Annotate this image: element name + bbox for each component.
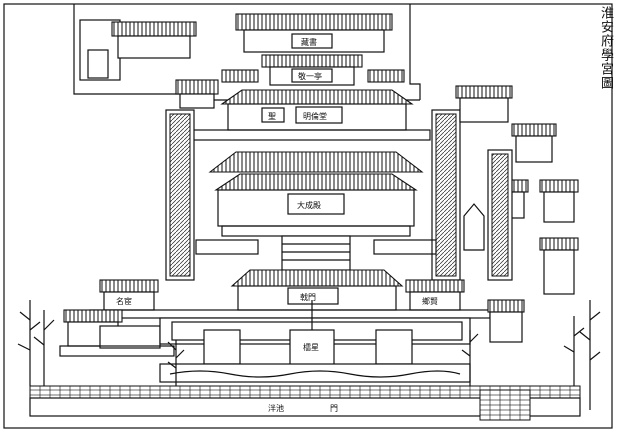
label-right-shrine: 鄉賢 [422, 296, 438, 306]
label-ling-xing: 櫺星 [303, 342, 319, 352]
map-title: 淮安府學宮圖 [598, 6, 613, 90]
label-pan-chi: 泮池 [268, 403, 284, 413]
east-buildings [455, 85, 579, 343]
label-left-shrine: 名宦 [116, 296, 132, 306]
ming-lun-hall: 明倫堂 聖 [189, 89, 431, 141]
label-da-cheng: 大成殿 [297, 200, 321, 210]
label-ming-lun: 明倫堂 [303, 111, 327, 121]
label-ji-men: 戟門 [300, 292, 316, 302]
trees [17, 300, 601, 410]
upper-compound: 藏書 [73, 4, 421, 101]
front-wall: 泮池 門 [29, 385, 581, 421]
da-cheng-hall: 大成殿 [195, 151, 437, 271]
label-bottom-gate: 門 [330, 404, 338, 413]
label-top-hall: 藏書 [301, 37, 317, 47]
ji-men-gate: 戟門 名宦 鄉賢 [89, 269, 491, 319]
label-hall-left: 聖 [268, 112, 276, 121]
west-buildings [59, 309, 175, 357]
pan-chi-pond [159, 363, 471, 383]
side-galleries [165, 79, 461, 281]
label-jing-yi: 敬一亭 [298, 71, 322, 81]
jing-yi-pavilion: 敬一亭 [221, 54, 405, 86]
